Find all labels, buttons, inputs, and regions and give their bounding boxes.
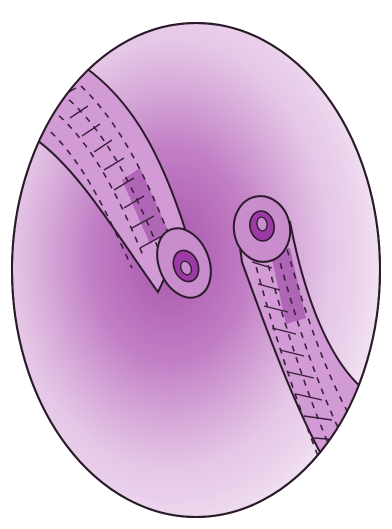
diagram-canvas bbox=[0, 0, 392, 529]
diagram-figure bbox=[0, 0, 392, 529]
